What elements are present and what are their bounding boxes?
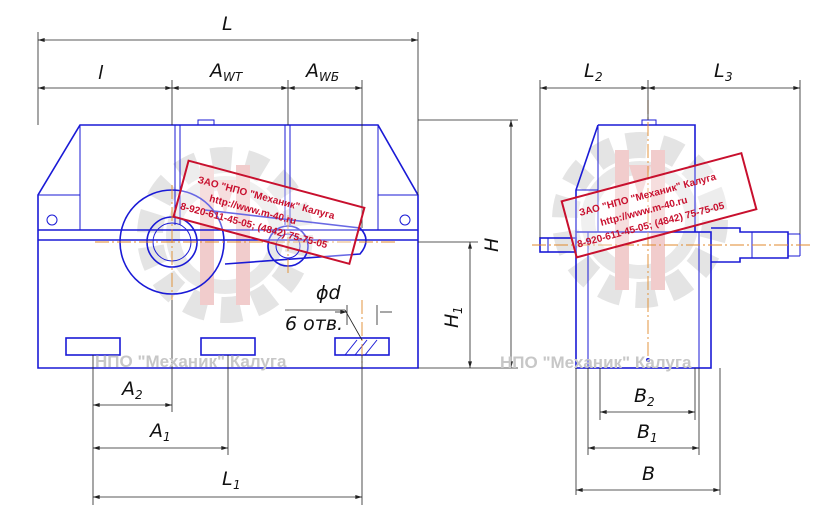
dim-label-B1-sub: 1 (650, 431, 658, 445)
dim-label-L2-sub: 2 (595, 70, 603, 84)
dim-label-L: L (222, 13, 233, 35)
dim-label-L1-sub: 1 (233, 478, 241, 492)
dim-label-H1-sub: 1 (451, 306, 465, 314)
dim-label-A-wb-main: A (304, 60, 319, 82)
dim-label-B2: B 2 (634, 385, 655, 409)
dim-label-B1: B 1 (637, 421, 658, 445)
dim-label-A1: A 1 (148, 420, 171, 444)
dim-label-A-wb-sub: WБ (319, 70, 339, 84)
dim-label-A2-sub: 2 (135, 388, 143, 402)
holes-count-label: 6 отв. (285, 313, 343, 335)
dim-label-A2: A 2 (120, 378, 143, 402)
dim-label-B2-main: B (634, 385, 647, 407)
dim-label-B: B (642, 463, 655, 485)
watermark-text-right: НПО "Механик" Калуга (500, 353, 692, 372)
dim-label-A-wt: A WT (208, 60, 244, 84)
phi-d-label: ϕd (316, 282, 342, 304)
dim-label-L3: L 3 (714, 60, 733, 84)
dim-label-A-wt-sub: WT (223, 70, 244, 84)
dim-label-L2-main: L (584, 60, 595, 82)
dim-label-A1-main: A (148, 420, 163, 442)
front-view-dimensions (37, 32, 518, 505)
dim-label-B2-sub: 2 (647, 395, 655, 409)
side-view-dimensions (539, 80, 801, 495)
dim-label-L2: L 2 (584, 60, 603, 84)
dim-label-H1: H 1 (441, 306, 465, 328)
dim-label-A-wb: A WБ (304, 60, 339, 84)
dim-label-L3-sub: 3 (725, 70, 733, 84)
dim-label-H1-main: H (441, 314, 463, 328)
dim-label-l: l (98, 62, 104, 84)
watermark-logo-left (137, 147, 313, 323)
dim-label-A2-main: A (120, 378, 135, 400)
dim-label-L3-main: L (714, 60, 725, 82)
dim-label-B1-main: B (637, 421, 650, 443)
dim-label-L1-main: L (222, 468, 233, 490)
watermark-text-left: НПО "Механик" Калуга (95, 352, 287, 371)
dim-label-H: H (481, 238, 503, 252)
dim-label-A1-sub: 1 (163, 430, 171, 444)
dim-label-A-wt-main: A (208, 60, 223, 82)
dim-label-L1: L 1 (222, 468, 241, 492)
